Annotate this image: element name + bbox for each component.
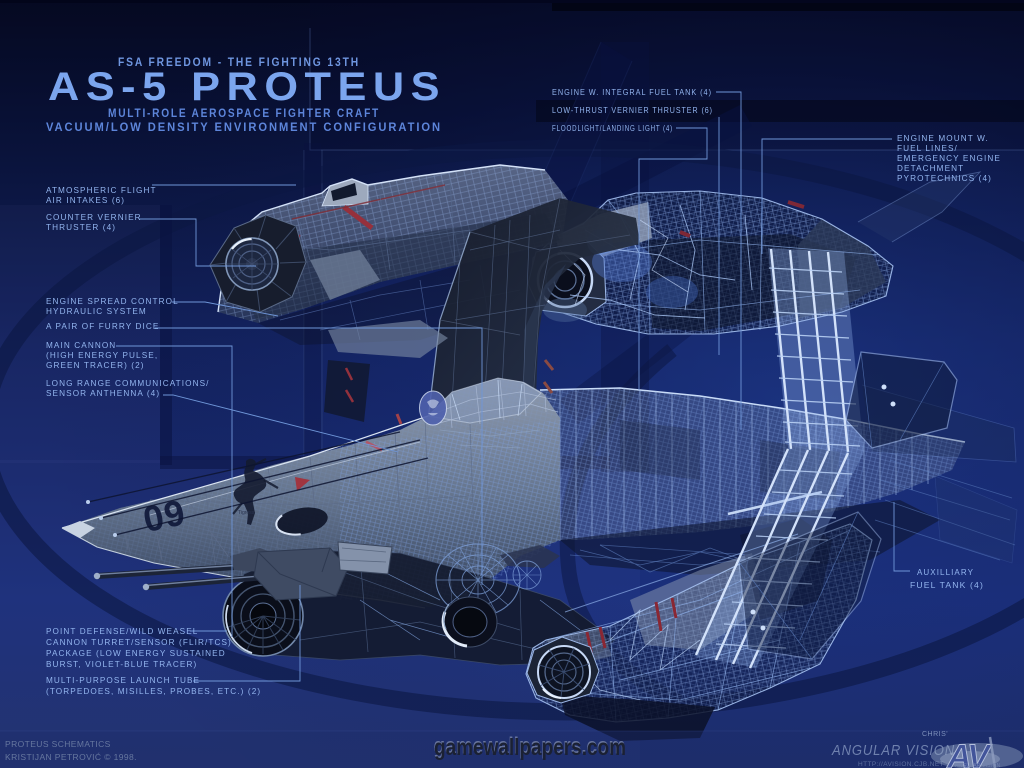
svg-text:BURST, VIOLET-BLUE TRACER): BURST, VIOLET-BLUE TRACER): [46, 660, 197, 669]
svg-text:FUEL TANK (4): FUEL TANK (4): [910, 581, 984, 590]
svg-text:MULTI-ROLE AEROSPACE FIGHTER C: MULTI-ROLE AEROSPACE FIGHTER CRAFT: [108, 108, 380, 120]
svg-text:AUXILLIARY: AUXILLIARY: [917, 568, 974, 577]
svg-text:ENGINE MOUNT W.: ENGINE MOUNT W.: [897, 134, 989, 143]
svg-text:HYDRAULIC SYSTEM: HYDRAULIC SYSTEM: [46, 307, 147, 316]
svg-text:SENSOR ANTHENNA (4): SENSOR ANTHENNA (4): [46, 389, 160, 398]
svg-text:MULTI-PURPOSE LAUNCH TUBE: MULTI-PURPOSE LAUNCH TUBE: [46, 676, 200, 685]
svg-text:FUEL LINES/: FUEL LINES/: [897, 144, 958, 153]
svg-text:DETACHMENT: DETACHMENT: [897, 164, 964, 173]
svg-text:PACKAGE (LOW ENERGY SUSTAINED: PACKAGE (LOW ENERGY SUSTAINED: [46, 649, 226, 658]
svg-text:CANNON TURRET/SENSOR (FLIR/TCS: CANNON TURRET/SENSOR (FLIR/TCS): [46, 638, 232, 647]
svg-text:POINT DEFENSE/WILD WEASEL: POINT DEFENSE/WILD WEASEL: [46, 627, 198, 636]
svg-text:PYROTECHNICS (4): PYROTECHNICS (4): [897, 174, 992, 183]
svg-text:PROTEUS SCHEMATICS: PROTEUS SCHEMATICS: [5, 739, 111, 749]
svg-text:gamewallpapers.com: gamewallpapers.com: [434, 733, 626, 759]
svg-text:EMERGENCY ENGINE: EMERGENCY ENGINE: [897, 154, 1001, 163]
svg-text:VACUUM/LOW DENSITY ENVIRONMENT: VACUUM/LOW DENSITY ENVIRONMENT CONFIGURA…: [46, 122, 442, 134]
svg-text:KRISTIJAN PETROVIĆ © 1998.: KRISTIJAN PETROVIĆ © 1998.: [5, 752, 137, 762]
svg-text:(TORPEDOES, MISILLES, PROBES,: (TORPEDOES, MISILLES, PROBES, ETC.) (2): [46, 687, 261, 696]
svg-text:AV: AV: [946, 738, 993, 768]
svg-text:ANGULAR VISION: ANGULAR VISION: [831, 742, 955, 759]
svg-text:gamewallpapers.com: gamewallpapers.com: [434, 734, 626, 760]
svg-text:LONG RANGE COMMUNICATIONS/: LONG RANGE COMMUNICATIONS/: [46, 379, 210, 388]
svg-text:ATMOSPHERIC FLIGHT: ATMOSPHERIC FLIGHT: [46, 186, 157, 195]
svg-text:A PAIR OF FURRY DICE: A PAIR OF FURRY DICE: [46, 322, 159, 331]
svg-text:Tigress: Tigress: [238, 510, 255, 516]
svg-text:CHRIS': CHRIS': [922, 731, 948, 738]
svg-text:ENGINE SPREAD CONTROL: ENGINE SPREAD CONTROL: [46, 297, 179, 306]
svg-text:ANGULAR VISION: ANGULAR VISION: [955, 763, 1000, 768]
svg-text:AIR INTAKES (6): AIR INTAKES (6): [46, 196, 125, 205]
svg-text:LOW-THRUST VERNIER THRUSTER (6: LOW-THRUST VERNIER THRUSTER (6): [552, 106, 713, 115]
svg-text:MAIN CANNON: MAIN CANNON: [46, 341, 116, 350]
svg-text:COUNTER VERNIER: COUNTER VERNIER: [46, 213, 142, 222]
svg-text:(HIGH ENERGY PULSE,: (HIGH ENERGY PULSE,: [46, 351, 158, 360]
svg-text:FSA FREEDOM - THE FIGHTING 13T: FSA FREEDOM - THE FIGHTING 13TH: [118, 55, 360, 69]
svg-text:GREEN TRACER) (2): GREEN TRACER) (2): [46, 361, 145, 370]
svg-text:09: 09: [140, 491, 190, 540]
svg-text:FLOODLIGHT/LANDING LIGHT (4): FLOODLIGHT/LANDING LIGHT (4): [552, 124, 673, 133]
svg-text:THRUSTER (4): THRUSTER (4): [46, 223, 116, 232]
svg-text:ENGINE W. INTEGRAL FUEL TANK (: ENGINE W. INTEGRAL FUEL TANK (4): [552, 88, 712, 97]
svg-text:AS-5 PROTEUS: AS-5 PROTEUS: [48, 65, 446, 109]
svg-text:HTTP://AVISION.CJB.NET: HTTP://AVISION.CJB.NET: [858, 761, 944, 768]
